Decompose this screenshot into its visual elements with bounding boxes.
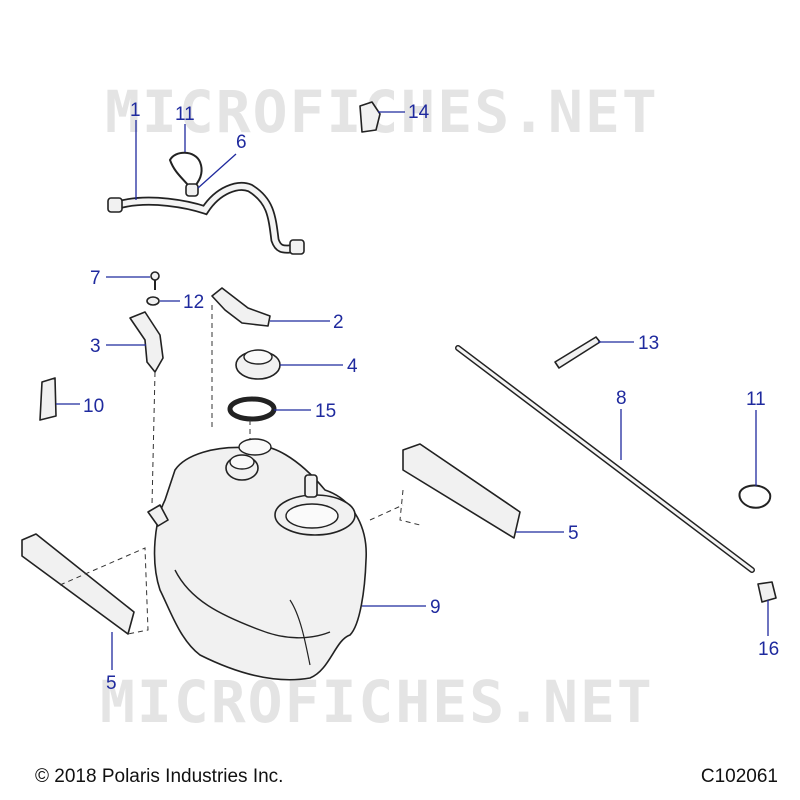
callout-11-right-label: 11: [746, 389, 766, 410]
callout-5-left: 5: [106, 632, 117, 694]
callout-9-label: 9: [430, 597, 441, 618]
bracket-part-3: [129, 311, 164, 373]
callout-12: 12: [160, 292, 204, 313]
callout-9: 9: [362, 597, 441, 618]
fuel-tank-part: [147, 438, 367, 681]
screw-part: [150, 271, 160, 290]
callout-8-label: 8: [616, 388, 627, 409]
vent-hose-part: [107, 182, 305, 255]
callout-12-label: 12: [183, 292, 204, 313]
bracket-part-2: [211, 287, 271, 327]
callout-16: 16: [758, 600, 779, 660]
callout-5-right: 5: [516, 523, 579, 544]
callout-13-label: 13: [638, 333, 659, 354]
callout-10: 10: [56, 396, 104, 417]
callout-3-label: 3: [90, 336, 101, 357]
callout-2-label: 2: [333, 312, 344, 333]
callout-4-label: 4: [347, 356, 358, 377]
callout-1: 1: [130, 100, 141, 200]
figure-code: C102061: [700, 766, 778, 787]
seal-ring-part: [227, 396, 277, 422]
hose-clamp-top-part: [168, 151, 203, 192]
watermark-bottom: MICROFICHES.NET: [100, 668, 654, 736]
rod-part-8: [455, 345, 755, 573]
callout-15: 15: [274, 401, 336, 422]
callout-1-label: 1: [130, 100, 141, 121]
callout-7: 7: [90, 268, 150, 289]
nut-part: [185, 183, 199, 197]
callout-3: 3: [90, 336, 146, 357]
foam-block-left-part: [21, 533, 135, 635]
foam-block-right-part: [402, 443, 521, 539]
callout-14: 14: [378, 102, 430, 123]
callout-11-top-label: 11: [175, 104, 195, 125]
clip-part-14: [359, 101, 381, 133]
callout-10-label: 10: [83, 396, 104, 417]
callout-11-right: 11: [746, 389, 766, 486]
callout-5-left-label: 5: [106, 673, 117, 694]
washer-part: [146, 296, 160, 306]
callout-6: 6: [197, 132, 247, 189]
callout-7-label: 7: [90, 268, 101, 289]
callout-14-label: 14: [408, 102, 430, 123]
callout-5-right-label: 5: [568, 523, 579, 544]
callout-11-top: 11: [175, 104, 195, 152]
callout-8: 8: [616, 388, 627, 460]
copyright-notice: © 2018 Polaris Industries Inc.: [35, 766, 284, 787]
pad-part-10: [39, 377, 57, 421]
callout-6-label: 6: [236, 132, 247, 153]
strip-part-13: [554, 336, 601, 369]
callout-2: 2: [270, 312, 344, 333]
clip-part-16: [757, 581, 777, 603]
hose-clamp-right-part: [738, 484, 772, 509]
callout-4: 4: [280, 356, 358, 377]
callout-13: 13: [598, 333, 659, 354]
assembly-guides: [59, 305, 421, 635]
fuel-cap-part: [235, 349, 281, 380]
callout-15-label: 15: [315, 401, 336, 422]
callout-16-label: 16: [758, 639, 779, 660]
